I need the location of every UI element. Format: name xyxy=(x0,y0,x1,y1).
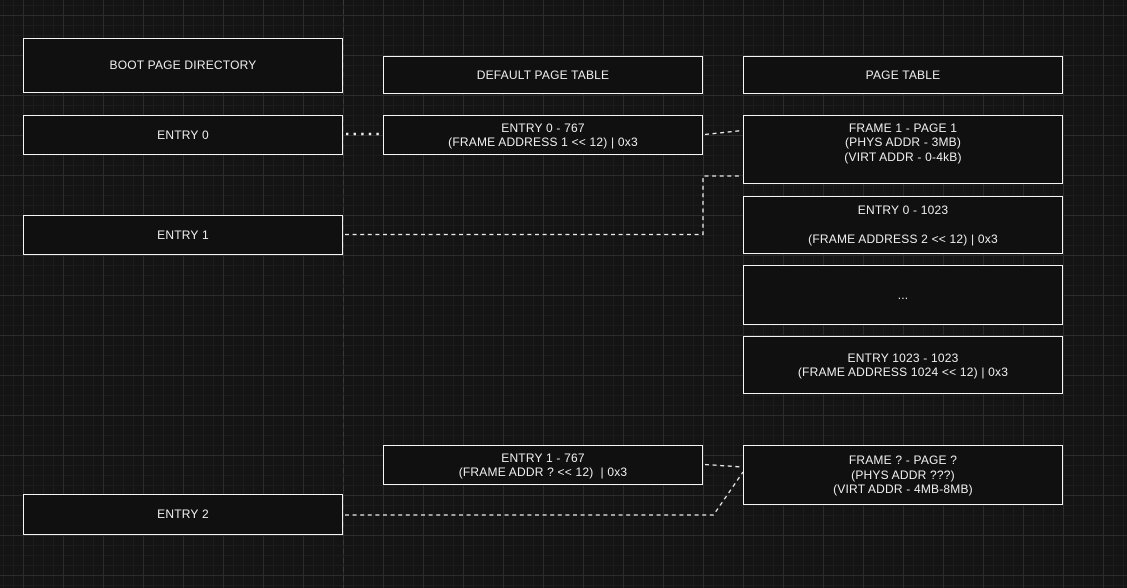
node-label: ENTRY 0 - 1023 xyxy=(857,203,949,218)
node-label: PAGE TABLE xyxy=(865,67,941,82)
node-label: ENTRY 0 xyxy=(157,127,209,142)
node-label: DEFAULT PAGE TABLE xyxy=(476,67,610,82)
node-label: BOOT PAGE DIRECTORY xyxy=(109,58,257,73)
node-page-table-entry-0[interactable]: ENTRY 0 - 1023 (FRAME ADDRESS 2 << 12) |… xyxy=(743,196,1063,254)
node-label: (FRAME ADDRESS 2 << 12) | 0x3 xyxy=(808,232,998,247)
node-boot-entry-0[interactable]: ENTRY 0 xyxy=(23,115,343,155)
connector-default-entry0-to-frame1[interactable] xyxy=(704,129,743,136)
node-label xyxy=(901,218,905,233)
node-boot-entry-1[interactable]: ENTRY 1 xyxy=(23,215,343,255)
node-label: (FRAME ADDRESS 1024 << 12) | 0x3 xyxy=(797,365,1009,379)
node-label: ENTRY 1 xyxy=(157,227,209,242)
node-label: (VIRT ADDR - 4MB-8MB) xyxy=(833,482,973,497)
node-page-table-entry-1023[interactable]: ENTRY 1023 - 1023 (FRAME ADDRESS 1024 <<… xyxy=(743,336,1063,394)
node-default-page-table-entry-0[interactable]: ENTRY 0 - 767 (FRAME ADDRESS 1 << 12) | … xyxy=(383,115,703,155)
connector-default-entry1-to-frame-unknown[interactable] xyxy=(704,463,743,468)
node-frame-1-page-1[interactable]: FRAME 1 - PAGE 1 (PHYS ADDR - 3MB) (VIRT… xyxy=(743,115,1063,184)
node-label: FRAME 1 - PAGE 1 xyxy=(848,120,958,135)
node-frame-unknown-page-unknown[interactable]: FRAME ? - PAGE ? (PHYS ADDR ???) (VIRT A… xyxy=(743,445,1063,505)
node-label: (PHYS ADDR - 3MB) xyxy=(844,135,962,150)
node-boot-entry-2[interactable]: ENTRY 2 xyxy=(23,494,343,535)
node-label: ENTRY 1 - 767 xyxy=(501,450,585,465)
node-page-table-header[interactable]: PAGE TABLE xyxy=(743,56,1063,94)
node-label: (FRAME ADDRESS 1 << 12) | 0x3 xyxy=(448,135,638,149)
node-label: ENTRY 1023 - 1023 xyxy=(847,350,959,365)
node-page-table-ellipsis[interactable]: ... xyxy=(743,265,1063,325)
node-label: ENTRY 0 - 767 xyxy=(501,120,585,135)
node-label: (PHYS ADDR ???) xyxy=(851,467,955,482)
node-label: (FRAME ADDR ? << 12) | 0x3 xyxy=(458,465,628,479)
node-label: ... xyxy=(897,287,909,302)
node-boot-page-directory-header[interactable]: BOOT PAGE DIRECTORY xyxy=(23,38,343,93)
node-label: FRAME ? - PAGE ? xyxy=(848,453,958,468)
node-default-page-table-entry-1[interactable]: ENTRY 1 - 767 (FRAME ADDR ? << 12) | 0x3 xyxy=(383,445,703,485)
node-label: (VIRT ADDR - 0-4kB) xyxy=(844,149,962,164)
node-default-page-table-header[interactable]: DEFAULT PAGE TABLE xyxy=(383,56,703,94)
connector-boot-entry1-to-frame1[interactable] xyxy=(345,175,742,236)
node-label: ENTRY 2 xyxy=(157,507,209,522)
